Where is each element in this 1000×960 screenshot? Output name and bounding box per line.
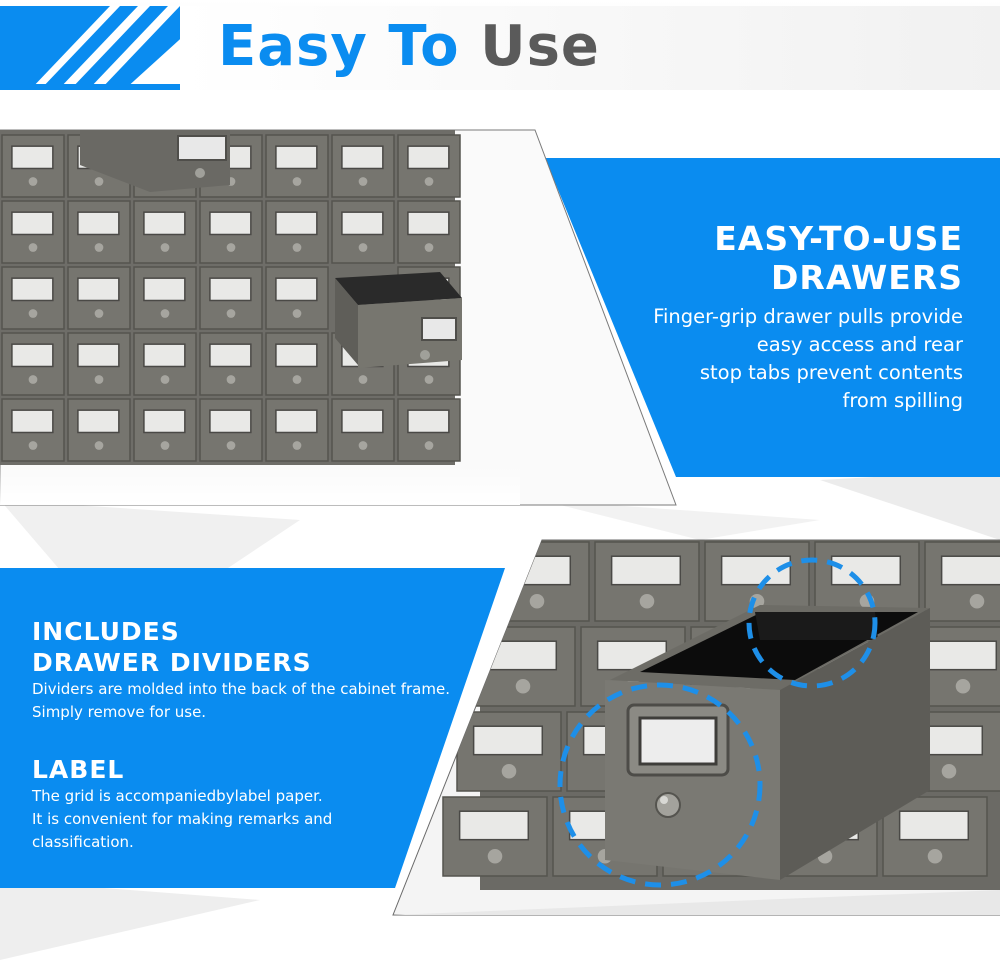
- label-desc-line-2: It is convenient for making remarks and: [32, 810, 333, 828]
- header-stripes: [0, 6, 210, 90]
- label-desc-line-3: classification.: [32, 833, 134, 851]
- drawers-heading-line-2: DRAWERS: [771, 258, 963, 297]
- dividers-heading-line-1: INCLUDES: [32, 617, 180, 646]
- page-title: Easy To Use: [218, 14, 600, 79]
- label-desc-line-1: The grid is accompaniedbylabel paper.: [32, 787, 323, 805]
- dividers-desc-line-1: Dividers are molded into the back of the…: [32, 680, 450, 698]
- drawers-heading-line-1: EASY-TO-USE: [714, 219, 963, 258]
- title-word-easy: Easy: [218, 14, 368, 79]
- feature-dividers: INCLUDES DRAWER DIVIDERS Dividers are mo…: [32, 616, 502, 724]
- label-heading: LABEL: [32, 755, 125, 784]
- drawers-desc-line-4: from spilling: [842, 389, 963, 412]
- title-word-use: Use: [480, 14, 600, 79]
- feature-drawers: EASY-TO-USE DRAWERS Finger-grip drawer p…: [600, 219, 963, 415]
- dividers-desc-line-2: Simply remove for use.: [32, 703, 207, 721]
- drawers-desc-line-2: easy access and rear: [756, 333, 963, 356]
- dividers-heading-line-2: DRAWER DIVIDERS: [32, 648, 312, 677]
- feature-label: LABEL The grid is accompaniedbylabel pap…: [32, 754, 472, 854]
- drawers-desc-line-3: stop tabs prevent contents: [699, 361, 963, 384]
- drawers-desc-line-1: Finger-grip drawer pulls provide: [653, 305, 963, 328]
- header-bar: [180, 6, 1000, 90]
- title-word-to: To: [388, 14, 460, 79]
